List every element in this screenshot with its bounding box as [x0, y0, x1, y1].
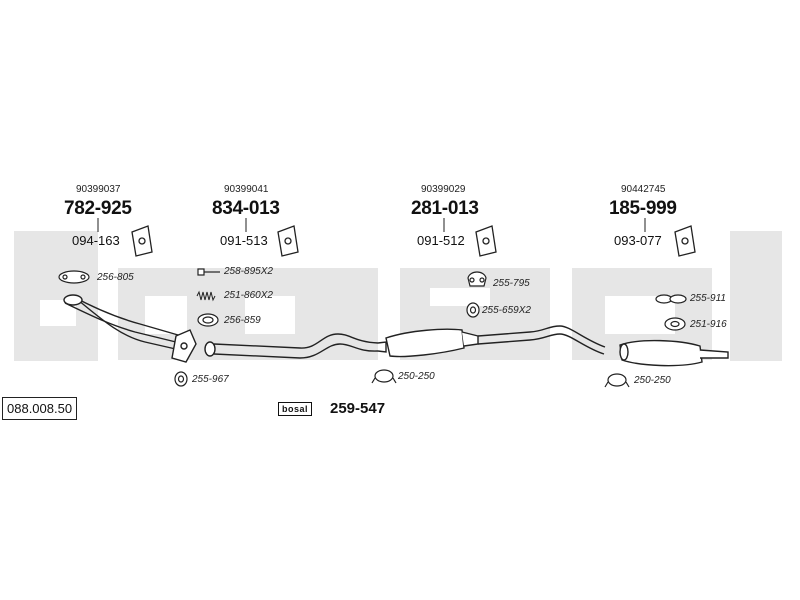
rear-silencer [619, 339, 729, 367]
oem-number: 90399029 [421, 184, 466, 195]
part-number: 782-925 [64, 198, 132, 219]
ring-icon [466, 302, 480, 318]
part-number: 281-013 [411, 198, 479, 219]
accessory-label: 255-911 [690, 293, 726, 304]
rubber-icon [655, 294, 687, 304]
gasket-icon [664, 317, 686, 331]
gasket-icon [58, 270, 90, 284]
reference-number: 088.008.50 [2, 397, 78, 420]
mount-number: 091-512 [417, 233, 465, 248]
mount-icon [131, 225, 153, 257]
oem-number: 90399041 [224, 184, 269, 195]
part-number: 185-999 [609, 198, 677, 219]
ring-icon [197, 313, 219, 327]
mount-rubber-icon [467, 271, 487, 287]
clamp-icon [371, 369, 397, 384]
brand-logo: bosal [278, 402, 313, 416]
connecting-pipe [477, 325, 606, 355]
accessory-label: 258-895X2 [224, 266, 273, 277]
part-number: 834-013 [212, 198, 280, 219]
mount-icon [674, 225, 696, 257]
centre-pipe [204, 333, 379, 359]
spring-icon [196, 290, 216, 302]
accessory-label: 256-859 [224, 315, 261, 326]
ring-icon [174, 371, 188, 387]
kit-number: 259-547 [330, 400, 386, 417]
front-pipe [63, 294, 197, 363]
accessory-label: 251-860X2 [224, 290, 273, 301]
accessory-label: 251-916 [690, 319, 727, 330]
oem-number: 90399037 [76, 184, 121, 195]
mount-icon [277, 225, 299, 257]
leader-lines [97, 218, 646, 232]
accessory-label: 255-967 [192, 374, 229, 385]
accessory-label: 255-659X2 [482, 305, 531, 316]
mount-number: 093-077 [614, 233, 662, 248]
mount-number: 094-163 [72, 233, 120, 248]
mount-icon [475, 225, 497, 257]
accessory-label: 250-250 [634, 375, 671, 386]
accessory-label: 255-795 [493, 278, 530, 289]
clamp-icon [604, 373, 630, 388]
middle-silencer [377, 328, 479, 358]
mount-number: 091-513 [220, 233, 268, 248]
bolt-icon [197, 268, 220, 276]
accessory-label: 256-805 [97, 272, 134, 283]
accessory-label: 250-250 [398, 371, 435, 382]
oem-number: 90442745 [621, 184, 666, 195]
